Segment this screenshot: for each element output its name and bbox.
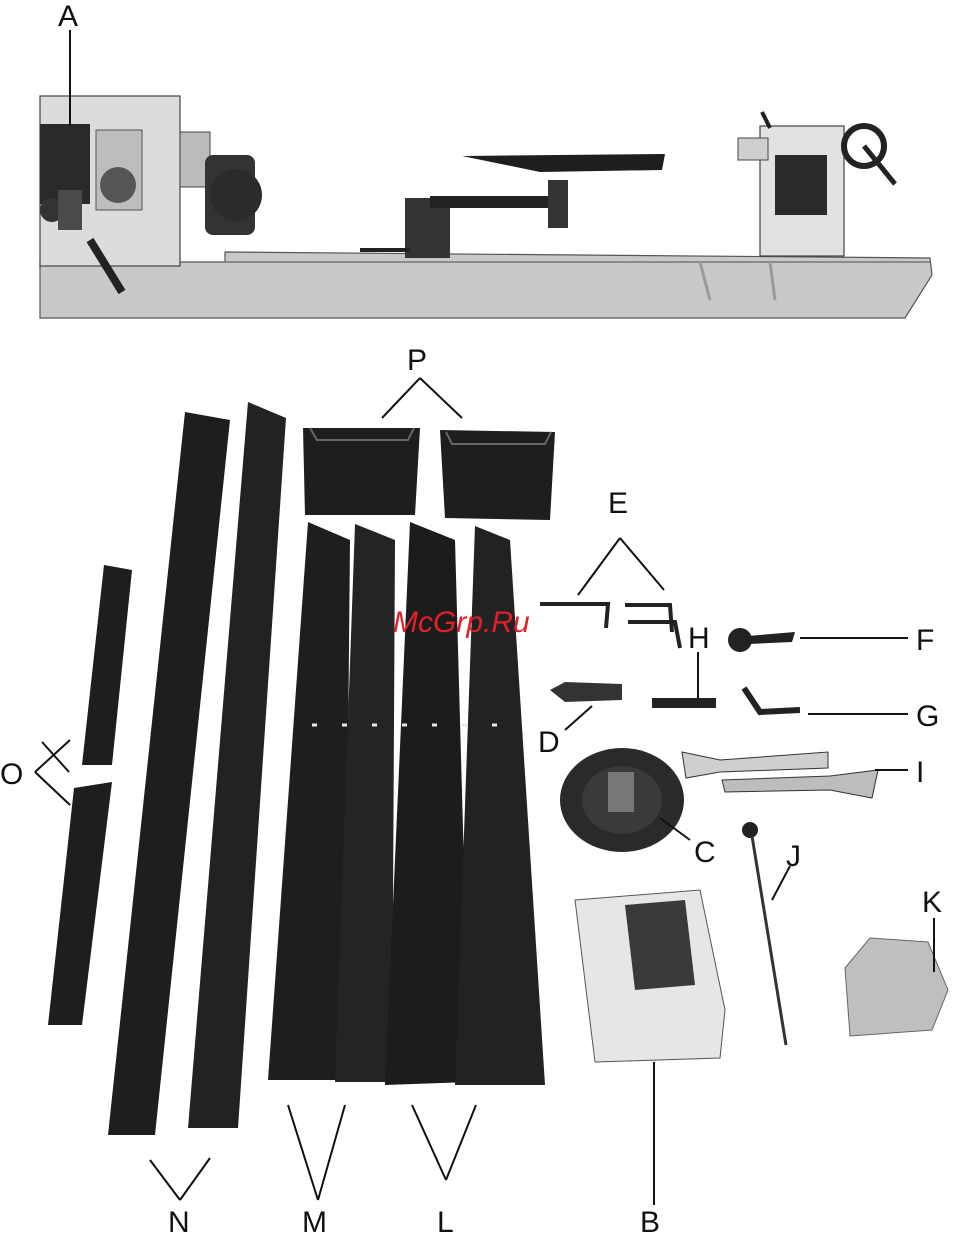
label-n: N <box>168 1206 190 1238</box>
label-k: K <box>922 886 942 919</box>
label-j: J <box>786 840 801 873</box>
label-a: A <box>58 0 78 33</box>
part-j-knockout-bar <box>742 822 786 1045</box>
part-i-wrenches <box>682 752 878 798</box>
part-h-pin <box>652 698 716 708</box>
part-k-hardware-bag <box>845 938 948 1036</box>
part-b-foam-block <box>575 890 725 1062</box>
label-m: M <box>302 1206 327 1238</box>
label-p: P <box>407 344 427 377</box>
label-b: B <box>640 1206 660 1238</box>
watermark-text: McGrp.Ru <box>393 606 530 639</box>
label-l: L <box>437 1206 454 1238</box>
part-g-lever <box>744 688 800 712</box>
label-g: G <box>916 700 939 733</box>
label-c: C <box>694 836 716 869</box>
lathe-assembly <box>40 96 932 318</box>
label-d: D <box>538 726 560 759</box>
part-f-handle <box>728 628 795 652</box>
part-c-faceplate <box>560 748 684 852</box>
part-p-drawers <box>303 428 555 520</box>
label-h: H <box>688 622 710 655</box>
label-e: E <box>608 487 628 520</box>
label-i: I <box>916 756 924 789</box>
part-e-hex-keys <box>540 604 680 648</box>
part-n-rails <box>108 402 286 1135</box>
part-d-drive-center <box>550 682 622 702</box>
label-f: F <box>916 624 934 657</box>
label-o: O <box>0 758 23 791</box>
